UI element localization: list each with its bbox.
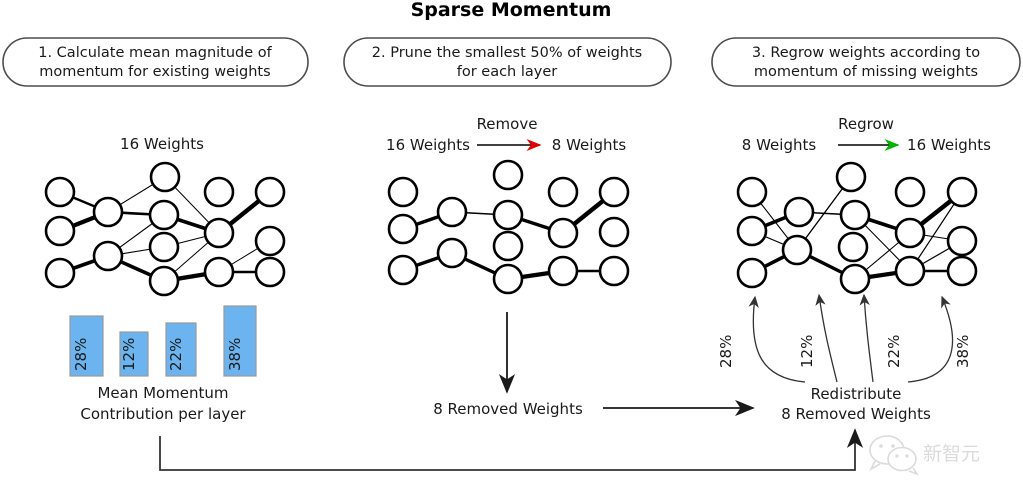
panel3-nodes: [736, 161, 978, 295]
step-box-2-outline: [343, 37, 672, 87]
node: [598, 216, 630, 248]
step-box-3-outline: [711, 37, 1021, 87]
step-1-line2: momentum for existing weights: [39, 64, 270, 80]
redistribute-arrow-2: [815, 293, 838, 383]
momentum-bar-chart: 28% 12% 22% 38% Mean Momentum Contributi…: [69, 305, 257, 423]
redistribute-arrow-3: [859, 293, 874, 383]
node: [149, 161, 181, 193]
bar-label-4: 38%: [226, 338, 244, 371]
node: [736, 176, 768, 208]
node: [387, 176, 419, 208]
panel-2: Remove 16 Weights 8 Weights: [386, 115, 755, 418]
step-box-1-outline: [2, 37, 309, 87]
node: [736, 257, 768, 289]
node: [894, 176, 926, 208]
node: [92, 196, 124, 228]
node: [148, 265, 180, 297]
node: [839, 263, 871, 295]
node: [835, 161, 867, 193]
node: [387, 254, 419, 286]
redistribute-line2: 8 Removed Weights: [781, 405, 931, 423]
node: [436, 237, 468, 269]
node: [254, 225, 286, 257]
bar-layer-3: [165, 322, 197, 377]
node: [492, 159, 524, 191]
node: [44, 257, 76, 289]
node: [598, 176, 630, 208]
node: [839, 199, 871, 231]
panel1-network-label: 16 Weights: [120, 135, 204, 153]
step-1-line1: 1. Calculate mean magnitude of: [38, 45, 272, 61]
bar-label-3: 22%: [167, 338, 185, 371]
bar-label-2: 12%: [120, 338, 138, 371]
feedback-loop-arrow: [159, 428, 864, 471]
node: [781, 234, 813, 266]
node: [254, 256, 286, 288]
node: [894, 217, 926, 249]
bar-layer-1: [69, 315, 104, 377]
chart-caption-line2: Contribution per layer: [80, 405, 246, 423]
panel2-output-label: 8 Removed Weights: [433, 400, 583, 418]
node: [148, 199, 180, 231]
node: [203, 217, 235, 249]
node: [547, 255, 579, 287]
node: [547, 176, 579, 208]
watermark-text: 新智元: [923, 443, 980, 465]
panel3-to-label: 16 Weights: [907, 136, 991, 154]
node: [837, 231, 869, 263]
step-3-line1: 3. Regrow weights according to: [752, 45, 980, 61]
regrow-pct-4: 38%: [954, 335, 972, 368]
node: [492, 230, 524, 262]
panel2-to-label: 8 Weights: [552, 136, 627, 154]
step-box-2: 2. Prune the smallest 50% of weights for…: [343, 37, 672, 87]
panel2-from-label: 16 Weights: [386, 136, 470, 154]
regrow-pct-2: 12%: [798, 335, 816, 368]
step-3-line2: momentum of missing weights: [754, 64, 978, 80]
node: [946, 255, 978, 287]
panel-3: Regrow 8 Weights 16 Weights: [717, 115, 991, 423]
node: [203, 176, 235, 208]
wechat-icon: [869, 435, 920, 476]
node: [547, 217, 579, 249]
panel3-from-label: 8 Weights: [742, 136, 817, 154]
node: [44, 215, 76, 247]
redistribute-line1: Redistribute: [811, 385, 902, 403]
node: [387, 213, 419, 245]
bar-layer-4: [223, 305, 257, 377]
step-box-3: 3. Regrow weights according to momentum …: [711, 37, 1021, 87]
node: [92, 240, 124, 272]
redistribute-arrow-1: [748, 295, 806, 383]
node: [148, 231, 180, 263]
node: [946, 176, 978, 208]
step-2-line2: for each layer: [457, 64, 558, 80]
chart-caption-line1: Mean Momentum: [97, 384, 228, 402]
panel2-nodes: [387, 159, 630, 295]
panel-1: 16 Weights: [44, 135, 286, 423]
node: [736, 215, 768, 247]
node: [946, 225, 978, 257]
node: [783, 196, 815, 228]
bar-layer-2: [119, 331, 149, 377]
node: [44, 176, 76, 208]
panel2-action-label: Remove: [477, 115, 538, 133]
node: [492, 199, 524, 231]
node: [254, 176, 286, 208]
node: [203, 256, 235, 288]
step-box-1: 1. Calculate mean magnitude of momentum …: [2, 37, 309, 87]
panel3-action-label: Regrow: [838, 115, 894, 133]
step-2-line1: 2. Prune the smallest 50% of weights: [372, 45, 642, 61]
regrow-pct-1: 28%: [717, 335, 735, 368]
panel1-nodes: [44, 161, 286, 297]
page-title: Sparse Momentum: [411, 0, 612, 21]
bar-label-1: 28%: [72, 338, 90, 371]
node: [598, 255, 630, 287]
watermark: 新智元: [869, 435, 980, 476]
regrow-pct-3: 22%: [885, 335, 903, 368]
node: [894, 255, 926, 287]
node: [436, 196, 468, 228]
redistribute-arrow-4: [907, 295, 954, 383]
node: [492, 263, 524, 295]
